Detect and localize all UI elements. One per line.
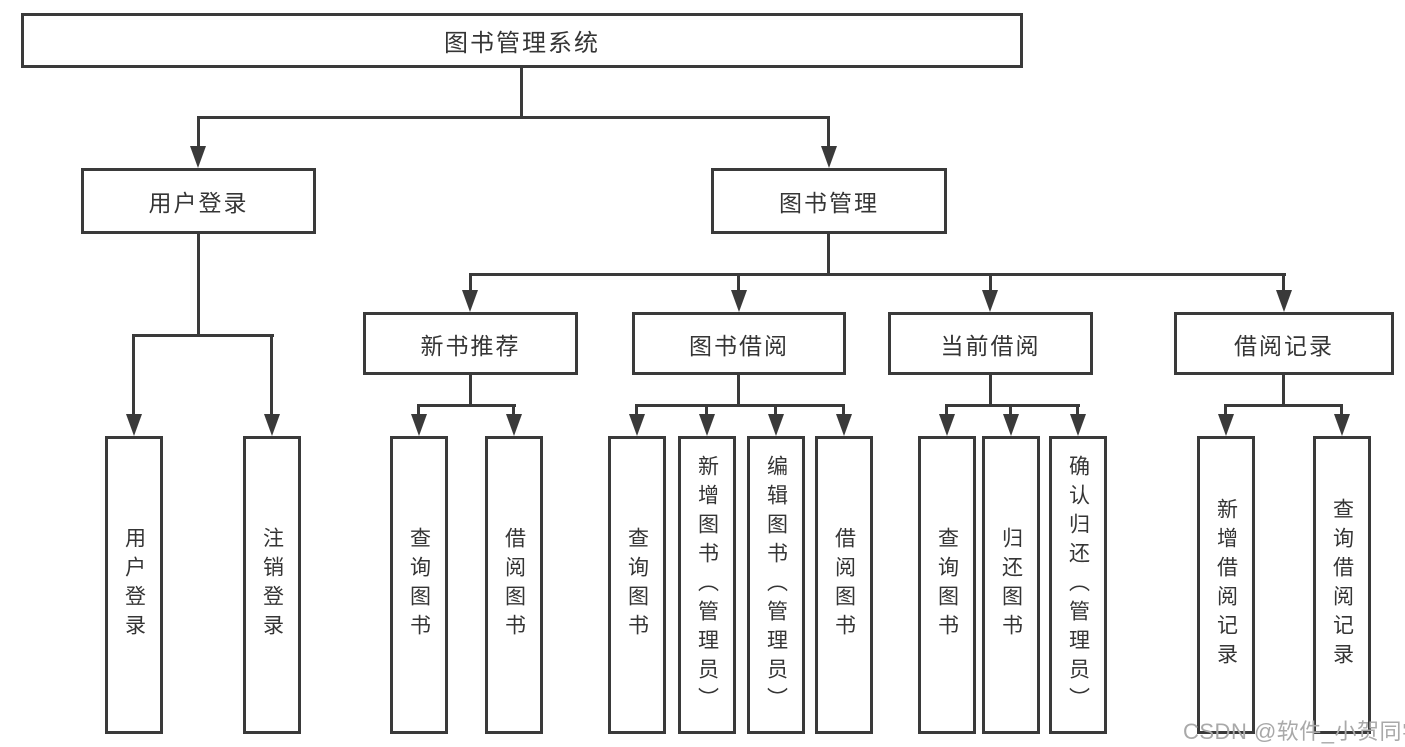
arrow-leaf-return-book <box>1003 414 1019 436</box>
node-label: 新书推荐 <box>420 332 521 359</box>
arrow-leaf-logout <box>264 414 280 436</box>
leaf-query-books-1: 查询图书 <box>390 436 448 734</box>
node-label: 用户登录 <box>148 190 249 216</box>
node-label: 借阅记录 <box>1234 332 1334 359</box>
arrow-leaf-add-book <box>699 414 715 436</box>
edge-new-book-drop <box>469 375 472 406</box>
edge-stem <box>945 404 948 418</box>
leaf-label: 查询图书 <box>625 527 649 643</box>
node-borrow-records: 借阅记录 <box>1174 312 1394 375</box>
edge-stem-book-management <box>827 116 830 148</box>
arrow-leaf-query-books-2 <box>629 414 645 436</box>
edge-book-borrow-branch <box>635 404 845 407</box>
edge-stem <box>774 404 777 418</box>
edge-stem <box>705 404 708 418</box>
leaf-label: 新增借阅记录 <box>1214 498 1238 672</box>
arrow-leaf-borrow-books-2 <box>836 414 852 436</box>
edge-user-login-drop <box>197 234 200 336</box>
edge-stem-book-borrow <box>737 273 740 294</box>
csdn-watermark: CSDN @软件_小贺同学 <box>1183 719 1405 744</box>
leaf-query-borrow-record: 查询借阅记录 <box>1313 436 1371 734</box>
leaf-label: 借阅图书 <box>502 527 526 643</box>
leaf-add-book-admin: 新增图书（管理员） <box>678 436 736 734</box>
edge-stem <box>1340 404 1343 418</box>
arrow-leaf-query-borrow-record <box>1334 414 1350 436</box>
arrow-leaf-query-books-3 <box>939 414 955 436</box>
arrow-current-borrow <box>982 290 998 312</box>
arrow-leaf-query-books-1 <box>411 414 427 436</box>
arrow-book-management <box>821 146 837 168</box>
arrow-new-book <box>462 290 478 312</box>
edge-new-book-branch <box>417 404 516 407</box>
edge-stem <box>842 404 845 418</box>
arrow-book-borrow <box>731 290 747 312</box>
edge-stem-leaf-logout <box>270 334 273 418</box>
leaf-add-borrow-record: 新增借阅记录 <box>1197 436 1255 734</box>
arrow-leaf-edit-book <box>768 414 784 436</box>
arrow-leaf-borrow-books-1 <box>506 414 522 436</box>
leaf-borrow-books-2: 借阅图书 <box>815 436 873 734</box>
leaf-label: 查询图书 <box>935 527 959 643</box>
node-label: 图书借阅 <box>689 332 789 359</box>
leaf-return-book: 归还图书 <box>982 436 1040 734</box>
leaf-borrow-books-1: 借阅图书 <box>485 436 543 734</box>
edge-book-management-drop <box>827 234 830 276</box>
edge-book-borrow-drop <box>737 375 740 406</box>
leaf-label: 确认归还（管理员） <box>1066 454 1090 716</box>
leaf-query-books-3: 查询图书 <box>918 436 976 734</box>
edge-stem <box>1224 404 1227 418</box>
node-current-borrow: 当前借阅 <box>888 312 1093 375</box>
arrow-borrow-records <box>1276 290 1292 312</box>
leaf-query-books-2: 查询图书 <box>608 436 666 734</box>
edge-stem <box>1076 404 1079 418</box>
edge-stem <box>635 404 638 418</box>
edge-borrow-records-drop <box>1282 375 1285 406</box>
leaf-confirm-return-admin: 确认归还（管理员） <box>1049 436 1107 734</box>
leaf-label: 用户登录 <box>122 527 146 643</box>
edge-stem <box>512 404 515 418</box>
node-book-borrow: 图书借阅 <box>632 312 846 375</box>
node-label: 图书管理 <box>779 190 879 216</box>
leaf-user-login: 用户登录 <box>105 436 163 734</box>
node-library-management-system: 图书管理系统 <box>21 13 1023 68</box>
edge-stem-borrow-records <box>1282 273 1285 294</box>
edge-level3-branch <box>469 273 1286 276</box>
leaf-edit-book-admin: 编辑图书（管理员） <box>747 436 805 734</box>
arrow-user-login <box>190 146 206 168</box>
leaf-label: 查询借阅记录 <box>1330 498 1354 672</box>
edge-stem-current-borrow <box>989 273 992 294</box>
edge-stem-user-login <box>197 116 200 148</box>
edge-stem <box>417 404 420 418</box>
arrow-leaf-confirm-return <box>1070 414 1086 436</box>
leaf-label: 归还图书 <box>999 527 1023 643</box>
edge-current-borrow-branch <box>945 404 1080 407</box>
node-new-book-recommend: 新书推荐 <box>363 312 578 375</box>
edge-stem <box>1009 404 1012 418</box>
edge-root-branch <box>197 116 830 119</box>
leaf-label: 新增图书（管理员） <box>695 454 719 716</box>
node-book-management: 图书管理 <box>711 168 947 234</box>
edge-stem-new-book <box>469 273 472 294</box>
leaf-label: 编辑图书（管理员） <box>764 454 788 716</box>
node-label: 图书管理系统 <box>444 30 600 57</box>
node-user-login: 用户登录 <box>81 168 316 234</box>
edge-user-login-branch <box>132 334 274 337</box>
arrow-leaf-user-login <box>126 414 142 436</box>
edge-root-drop <box>520 68 523 117</box>
leaf-label: 借阅图书 <box>832 527 856 643</box>
arrow-leaf-add-borrow-record <box>1218 414 1234 436</box>
edge-borrow-records-branch <box>1224 404 1343 407</box>
leaf-logout: 注销登录 <box>243 436 301 734</box>
edge-stem-leaf-user-login <box>132 334 135 418</box>
leaf-label: 注销登录 <box>260 527 284 643</box>
node-label: 当前借阅 <box>940 332 1041 359</box>
leaf-label: 查询图书 <box>407 527 431 643</box>
edge-current-borrow-drop <box>989 375 992 406</box>
